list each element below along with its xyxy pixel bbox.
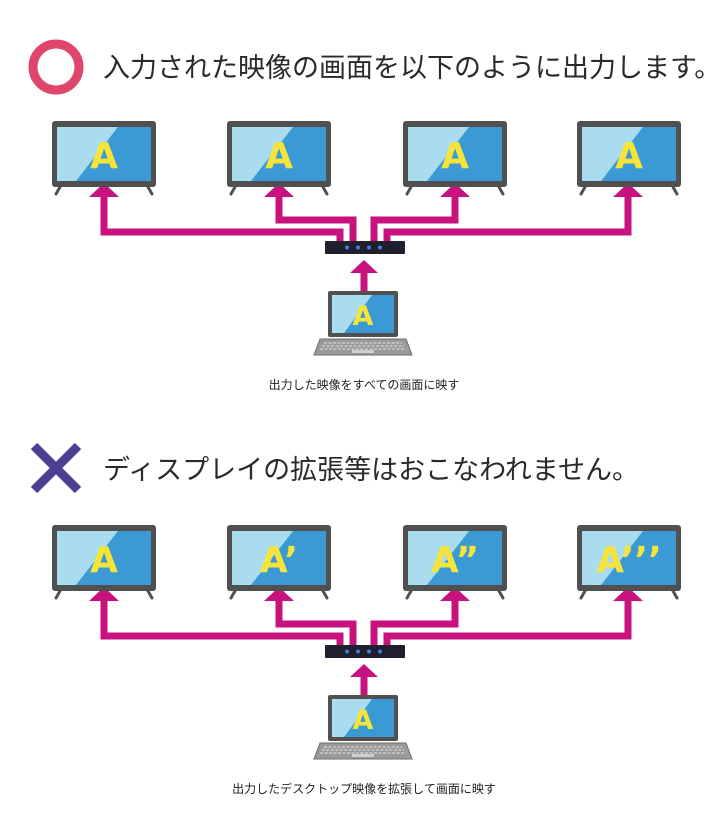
monitor: A” <box>403 525 507 600</box>
arrow-head-2 <box>264 587 294 601</box>
monitor-leg <box>405 589 413 600</box>
section-ok-caption: 出力した映像をすべての画面に映す <box>269 378 460 392</box>
arrow-head-laptop <box>350 260 378 273</box>
laptop-screen-shade <box>344 699 394 737</box>
laptop-label: A <box>353 301 374 332</box>
monitor-label: A <box>90 540 118 581</box>
splitter-body <box>325 241 405 254</box>
splitter-led <box>345 245 349 250</box>
monitor-label: A’ <box>260 540 298 581</box>
arrow-head-1 <box>89 183 119 197</box>
arrow-head-3 <box>440 587 470 601</box>
section-ng: ディスプレイの拡張等はおこなわれません。 <box>30 442 681 796</box>
ok-circle-mark <box>28 39 84 95</box>
monitor-label: A’’’ <box>596 540 662 581</box>
monitor-leg <box>321 185 329 196</box>
splitter-ok <box>325 241 405 254</box>
ng-cross-mark <box>30 442 82 494</box>
laptop-trackpad <box>352 350 374 353</box>
monitor-label: A <box>265 136 293 177</box>
monitor-leg <box>405 185 413 196</box>
monitor-leg <box>321 589 329 600</box>
section-ng-caption: 出力したデスクトップ映像を拡張して画面に映す <box>232 781 496 796</box>
splitter-led <box>356 245 360 250</box>
monitor: A <box>52 121 156 196</box>
arrow-path-2 <box>275 600 357 648</box>
splitter-led <box>356 649 360 654</box>
laptop-keys <box>320 746 406 754</box>
monitor-leg <box>671 589 679 600</box>
monitor: A <box>403 121 507 196</box>
arrow-head-1 <box>89 587 119 601</box>
arrow-path-3 <box>370 196 459 244</box>
monitor-screen-shade <box>601 127 676 181</box>
monitor-label: A” <box>431 540 479 581</box>
splitter-body <box>325 645 405 658</box>
monitor: A <box>577 121 681 196</box>
monitor-screen-shade <box>427 531 502 585</box>
split-arrows-ng <box>89 587 643 696</box>
section-ok-heading: 入力された映像の画面を以下のように出力します。 <box>103 53 721 84</box>
monitor-label: A <box>441 136 469 177</box>
cross-stroke <box>30 442 82 494</box>
arrow-path-3 <box>370 600 459 648</box>
arrow-path-2 <box>275 196 357 244</box>
monitor-leg <box>497 185 505 196</box>
laptop-keys <box>320 342 406 350</box>
laptop-trackpad <box>352 754 374 757</box>
arrow-head-laptop <box>350 664 378 677</box>
laptop: A <box>313 695 413 760</box>
arrow-head-2 <box>264 183 294 197</box>
arrow-head-3 <box>440 183 470 197</box>
monitor-screen-shade <box>427 127 502 181</box>
monitor-leg <box>146 589 154 600</box>
arrow-head-4 <box>613 587 643 601</box>
splitter-led <box>345 649 349 654</box>
monitor-screen-shade <box>251 531 326 585</box>
section-ok: 入力された映像の画面を以下のように出力します。 <box>28 39 721 392</box>
arrow-path-4 <box>383 600 632 648</box>
section-ng-heading: ディスプレイの拡張等はおこなわれません。 <box>103 455 639 486</box>
arrow-path-1 <box>100 600 344 648</box>
splitter-led <box>367 245 371 250</box>
monitor: A <box>52 525 156 600</box>
monitor-screen-shade <box>76 127 151 181</box>
splitter-led <box>367 649 371 654</box>
laptop-label: A <box>353 705 374 736</box>
splitter-led <box>378 649 382 654</box>
split-arrows-ok <box>89 183 643 292</box>
monitor-screen-shade <box>76 531 151 585</box>
monitor-label: A <box>90 136 118 177</box>
monitor-leg <box>671 185 679 196</box>
monitor-leg <box>229 589 237 600</box>
monitor-screen-shade <box>601 531 676 585</box>
monitor-leg <box>497 589 505 600</box>
monitor-screen-shade <box>251 127 326 181</box>
arrow-path-4 <box>383 196 632 244</box>
splitter-ng <box>325 645 405 658</box>
monitor: A <box>227 121 331 196</box>
monitor-label: A <box>615 136 643 177</box>
monitor-leg <box>579 185 587 196</box>
monitor-leg <box>229 185 237 196</box>
arrow-path-1 <box>100 196 344 244</box>
monitor: A’ <box>227 525 331 600</box>
laptop: A <box>313 291 413 356</box>
splitter-led <box>378 245 382 250</box>
monitor: A’’’ <box>577 525 681 600</box>
monitor-leg <box>54 185 62 196</box>
monitor-leg <box>579 589 587 600</box>
monitor-leg <box>146 185 154 196</box>
laptop-screen-shade <box>344 295 394 333</box>
arrow-head-4 <box>613 183 643 197</box>
monitor-leg <box>54 589 62 600</box>
